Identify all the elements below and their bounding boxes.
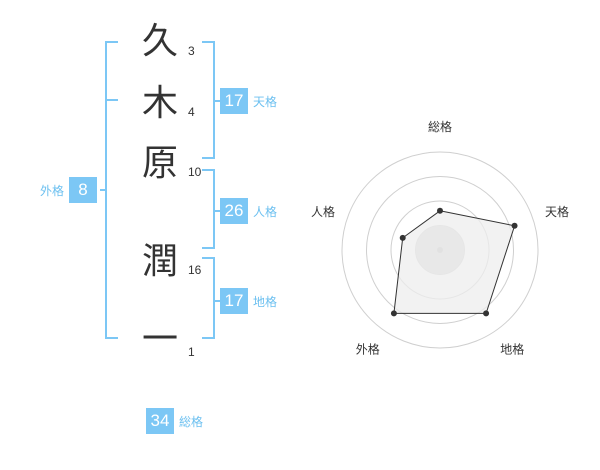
gaikaku-value: 8 [69, 177, 98, 203]
radar-axis-label-4: 人格 [311, 204, 335, 219]
radar-points [390, 207, 518, 317]
stroke-count-4: 16 [188, 263, 202, 277]
name-char-4: 潤 [141, 241, 178, 282]
soukaku-label: 総格 [179, 414, 204, 429]
radar-axis-label-1: 天格 [545, 204, 569, 219]
tenkaku-value: 17 [220, 88, 248, 114]
name-char-2: 木 [141, 83, 178, 124]
jinkaku-label: 人格 [253, 204, 278, 219]
soukaku-value: 34 [146, 408, 174, 434]
radar-axis-label-2: 地格 [500, 342, 524, 357]
chikaku-badge: 17 地格 [220, 288, 277, 314]
radar-axis-label-3: 外格 [356, 342, 380, 357]
jinkaku-value: 26 [220, 198, 248, 224]
tenkaku-bracket [202, 41, 215, 159]
radar-axis-label-0: 総格 [428, 119, 452, 134]
radar-point-1 [511, 222, 518, 229]
radar-ring-3 [366, 176, 514, 324]
chikaku-label: 地格 [253, 294, 278, 309]
radar-ring-4 [341, 151, 539, 349]
radar-polygon [393, 210, 516, 314]
bracket-lines [100, 41, 220, 339]
tenkaku-label: 天格 [253, 94, 278, 109]
stroke-count-3: 10 [188, 165, 202, 179]
radar-point-0 [437, 207, 443, 214]
gaikaku-bracket [105, 41, 118, 339]
gaikaku-label: 外格 [40, 183, 65, 198]
soukaku-badge: 34 総格 [146, 408, 203, 434]
name-char-5: 一 [141, 319, 178, 360]
chikaku-value: 17 [220, 288, 248, 314]
name-char-1: 久 [141, 21, 178, 62]
stroke-count-2: 4 [188, 105, 195, 119]
tenkaku-badge: 17 天格 [220, 88, 277, 114]
jinkaku-bracket [202, 169, 215, 249]
stroke-count-1: 3 [188, 44, 195, 58]
radar-point-2 [483, 310, 490, 317]
radar-point-3 [390, 310, 397, 317]
stroke-count-5: 1 [188, 345, 195, 359]
jinkaku-badge: 26 人格 [220, 198, 277, 224]
name-char-3: 原 [141, 143, 178, 184]
chikaku-bracket [202, 257, 215, 339]
radar-point-4 [399, 234, 406, 241]
gaikaku-badge: 外格 8 [40, 177, 98, 203]
